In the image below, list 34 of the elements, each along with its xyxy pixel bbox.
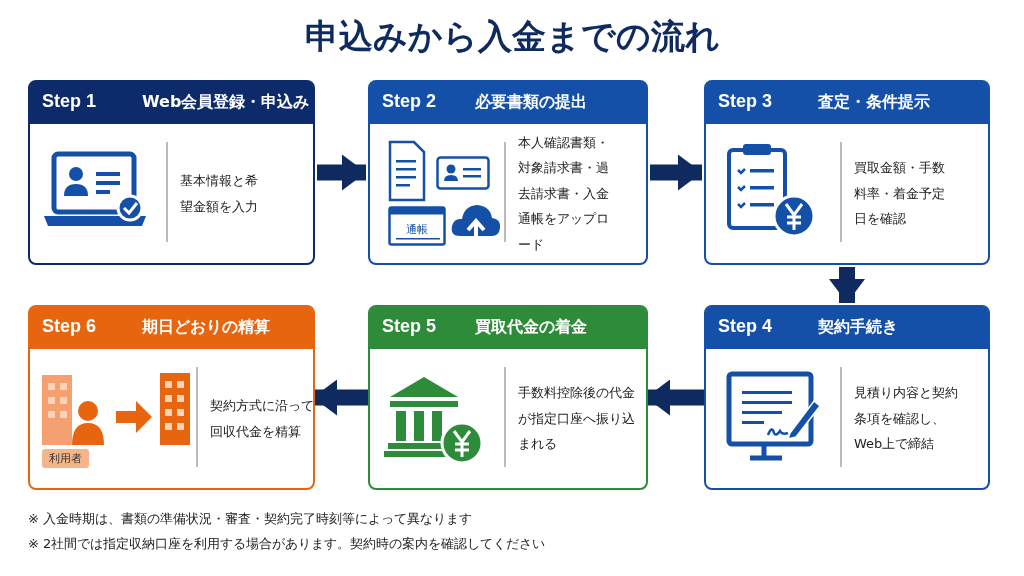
step-number: Step 2	[382, 91, 437, 112]
step-title: 必要書類の提出	[475, 92, 587, 113]
arrow	[313, 379, 370, 416]
footnote: ※ 2社間では指定収納口座を利用する場合があります。契約時の案内を確認してください	[28, 535, 546, 553]
step-title: 契約手続き	[818, 317, 898, 338]
step-card	[704, 80, 990, 265]
step-title: 買取代金の着金	[475, 317, 587, 338]
step-card	[368, 305, 648, 490]
arrow	[829, 267, 865, 303]
step-description: 契約方式に沿って回収代金を精算	[210, 397, 315, 441]
step-card	[28, 80, 315, 265]
title: 申込みから入金までの流れ	[303, 15, 721, 58]
step-card	[704, 305, 990, 490]
step-title: 査定・条件提示	[818, 92, 930, 113]
arrow	[646, 379, 706, 416]
step-description: 手数料控除後の代金が指定口座へ振り込まれる	[518, 384, 636, 454]
arrow	[650, 154, 702, 191]
step-description: 基本情報と希望金額を入力	[180, 172, 259, 216]
step-number: Step 1	[42, 91, 97, 112]
step-title: 期日どおりの精算	[142, 317, 270, 338]
step-card	[368, 80, 648, 265]
footnote: ※ 入金時期は、書類の準備状況・審査・契約完了時刻等によって異なります	[28, 510, 473, 528]
step-number: Step 3	[718, 91, 773, 112]
user-tag: 利用者	[42, 449, 89, 468]
step-description: 本人確認書類・対象請求書・過去請求書・入金通帳をアップロード	[518, 134, 610, 254]
step-title: Web会員登録・申込み	[142, 92, 310, 113]
step-number: Step 5	[382, 316, 437, 337]
step-description: 見積り内容と契約条項を確認し、Web上で締結	[854, 384, 959, 454]
passbook-label: 通帳	[406, 222, 428, 237]
step-number: Step 4	[718, 316, 773, 337]
step-number: Step 6	[42, 316, 97, 337]
step-card	[28, 305, 315, 490]
arrow	[317, 154, 366, 191]
step-description: 買取金額・手数料率・着金予定日を確認	[854, 159, 946, 229]
